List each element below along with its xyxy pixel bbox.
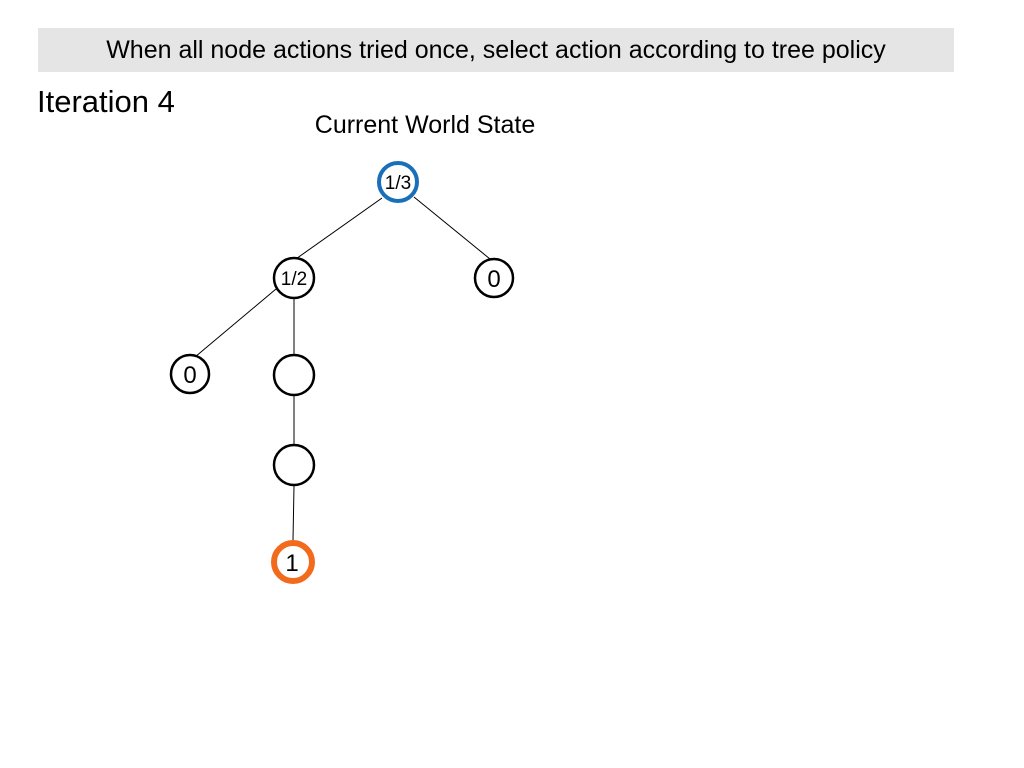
edge-root-left bbox=[292, 197, 383, 262]
current-world-state-label: Current World State bbox=[315, 111, 535, 139]
tree-node-root: 1/3 bbox=[377, 161, 419, 203]
iteration-label: Iteration 4 bbox=[37, 84, 175, 119]
right-child-node-value: 0 bbox=[487, 266, 500, 293]
tree-node-left-left: 0 bbox=[169, 353, 211, 395]
tree-node-leaf: 1 bbox=[271, 540, 315, 584]
left-mid-child-node-ring bbox=[272, 443, 316, 487]
banner-text: When all node actions tried once, select… bbox=[106, 35, 886, 64]
edge-left-leftleft bbox=[194, 288, 277, 358]
tree-node-left-mid-child bbox=[272, 443, 316, 487]
tree-node-left-child: 1/2 bbox=[272, 256, 316, 300]
left-left-node-value: 0 bbox=[183, 362, 196, 389]
instruction-banner: When all node actions tried once, select… bbox=[38, 28, 954, 72]
tree-edges bbox=[194, 196, 491, 541]
root-node-value: 1/3 bbox=[385, 173, 411, 194]
edge-midchild-leaf bbox=[292, 485, 295, 541]
tree-node-left-mid bbox=[272, 353, 316, 397]
leaf-node-ring bbox=[271, 540, 315, 584]
leaf-node-value: 1 bbox=[285, 550, 298, 577]
left-child-node-ring bbox=[272, 256, 316, 300]
right-child-node-ring bbox=[473, 257, 515, 299]
root-node-ring bbox=[377, 161, 419, 203]
left-left-node-ring bbox=[169, 353, 211, 395]
left-mid-node-ring bbox=[272, 353, 316, 397]
tree-node-right-child: 0 bbox=[473, 257, 515, 299]
left-child-node-value: 1/2 bbox=[281, 269, 307, 290]
edge-root-right bbox=[413, 196, 491, 260]
